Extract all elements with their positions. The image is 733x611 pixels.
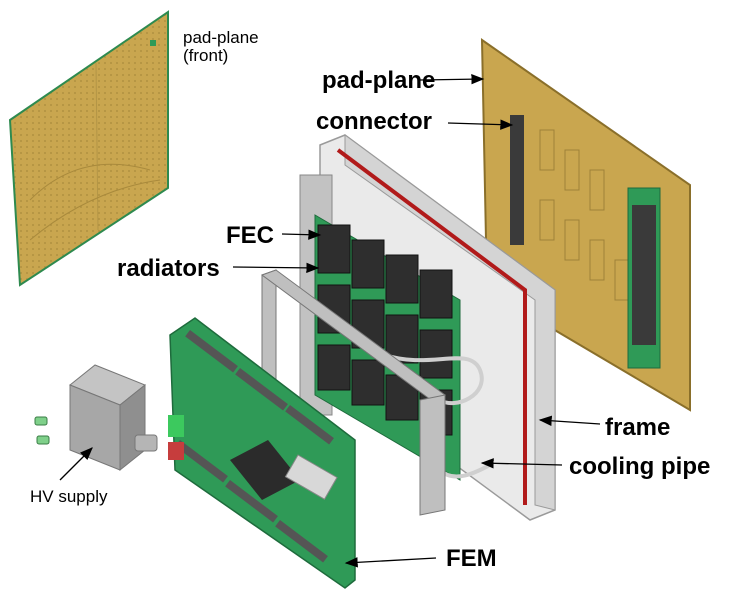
cooling-pipe [384,353,491,479]
arrow-radiators [232,262,320,274]
hv-supply-label: HV supply [30,487,108,506]
arrow-fem [344,557,437,568]
pad-plane-front-label: pad-plane (front) [183,29,259,65]
pad-plane-label: pad-plane [322,67,436,94]
pad-plane-front-board [8,10,169,287]
arrow-connector [447,119,514,130]
hv-supply-box [69,364,158,472]
support-bars [260,269,447,516]
arrow-hv-supply [59,447,93,481]
cooling-pipe-label: cooling pipe [569,453,711,480]
frame-label: frame [605,414,671,441]
arrow-pad-plane [419,73,485,85]
arrow-cooling-pipe [480,458,563,469]
radiators-label: radiators [117,255,220,282]
fem-board [168,317,356,589]
connector-label: connector [316,108,433,135]
pad-plane-front-label-line2: (front) [183,45,229,65]
fec-label: FEC [226,222,274,249]
arrow-frame [538,415,601,426]
fem-label: FEM [446,545,497,572]
arrow-fec [281,229,322,240]
pad-plane-front-label-line1: pad-plane [183,28,259,47]
screws [34,416,50,445]
